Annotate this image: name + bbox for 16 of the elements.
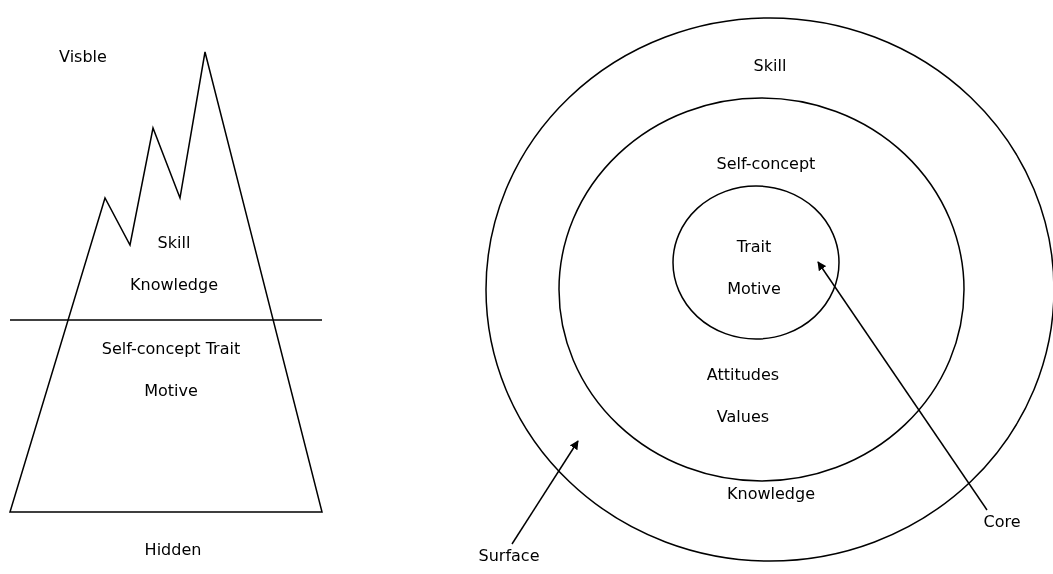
ring-ellipse [558, 97, 965, 482]
side-label: Visble [58, 46, 108, 68]
ring-ellipse [672, 185, 840, 340]
level-label: Skill Knowledge [129, 232, 219, 296]
arrow [817, 261, 988, 511]
callout-label: Surface [477, 545, 541, 567]
level-label: Trait Motive [726, 236, 782, 300]
level-label: Attitudes Values [705, 364, 781, 428]
level-label: Self-concept Trait Motive [101, 338, 241, 402]
level-label: Self-concept [715, 153, 817, 175]
iceberg-shape [10, 52, 322, 512]
level-label: Skill [752, 55, 788, 77]
level-label: Knowledge [726, 483, 816, 505]
side-label: Hidden [143, 539, 203, 561]
callout-label: Core [982, 511, 1022, 533]
arrow [511, 440, 579, 545]
